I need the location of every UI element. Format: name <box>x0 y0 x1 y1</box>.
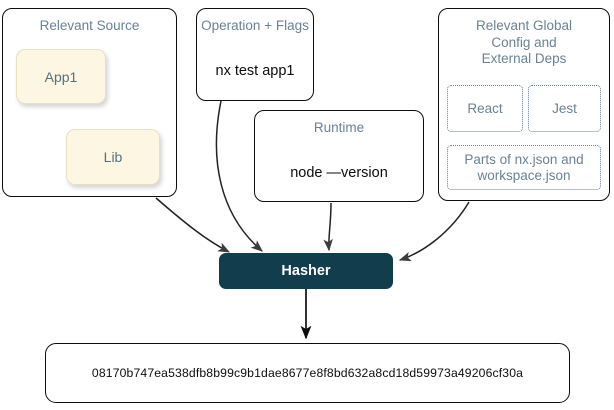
dep-chip-jest[interactable]: Jest <box>528 85 601 132</box>
edge-runtime-to-hasher <box>323 202 333 252</box>
operation-flags-command: nx test app1 <box>215 63 295 79</box>
output-hash-box: 08170b747ea538dfb8b99c9b1dae8677e8f8bd63… <box>45 343 570 403</box>
hasher-box[interactable]: Hasher <box>219 253 393 289</box>
dep-chip-nx-json[interactable]: Parts of nx.json and workspace.json <box>447 145 601 190</box>
dep-chip-jest-label: Jest <box>552 100 577 116</box>
source-node-app1-label: App1 <box>44 68 78 85</box>
group-relevant-source-title: Relevant Source <box>39 18 140 33</box>
group-global-config-title: Relevant Global Config and External Deps <box>475 18 573 66</box>
edge-operation-flags-to-hasher <box>215 100 263 252</box>
edge-relevant-source-to-hasher <box>155 197 231 253</box>
group-operation-flags: Operation + Flags <box>196 8 314 101</box>
dep-chip-react-label: React <box>467 100 503 116</box>
source-node-lib[interactable]: Lib <box>66 129 160 185</box>
dep-chip-nx-json-label: Parts of nx.json and workspace.json <box>464 151 584 183</box>
runtime-command: node —version <box>290 165 388 181</box>
group-runtime: Runtime <box>254 110 424 202</box>
source-node-app1[interactable]: App1 <box>16 49 106 104</box>
hasher-label: Hasher <box>281 263 331 279</box>
group-runtime-title: Runtime <box>313 120 365 135</box>
output-hash-value: 08170b747ea538dfb8b99c9b1dae8677e8f8bd63… <box>91 366 524 380</box>
source-node-lib-label: Lib <box>103 149 123 165</box>
group-operation-flags-title: Operation + Flags <box>201 18 309 33</box>
edge-global-config-to-hasher <box>398 201 470 262</box>
dep-chip-react[interactable]: React <box>447 85 523 132</box>
